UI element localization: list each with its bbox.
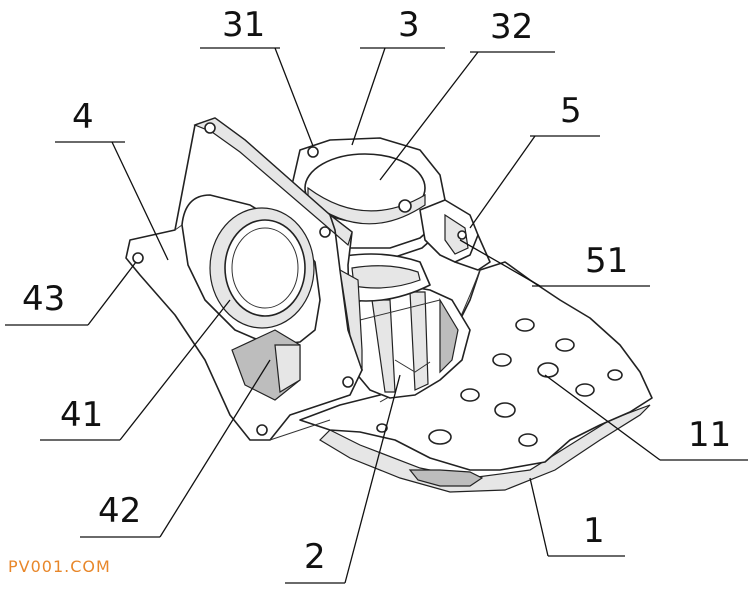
square-flange [125, 117, 363, 441]
upper-cup [289, 137, 447, 302]
label-4: 4 [72, 97, 94, 137]
leader-lines [5, 47, 748, 584]
side-bracket [419, 199, 491, 271]
label-2: 2 [304, 537, 326, 577]
label-1: 1 [583, 511, 605, 551]
label-5: 5 [560, 91, 582, 131]
label-51: 51 [585, 241, 628, 281]
label-42: 42 [98, 491, 141, 531]
label-3: 3 [398, 5, 420, 45]
label-41: 41 [60, 395, 103, 435]
label-11: 11 [688, 415, 731, 455]
label-43: 43 [22, 279, 65, 319]
label-32: 32 [490, 7, 533, 47]
label-31: 31 [222, 5, 265, 45]
watermark-text: PV001.COM [8, 557, 111, 576]
